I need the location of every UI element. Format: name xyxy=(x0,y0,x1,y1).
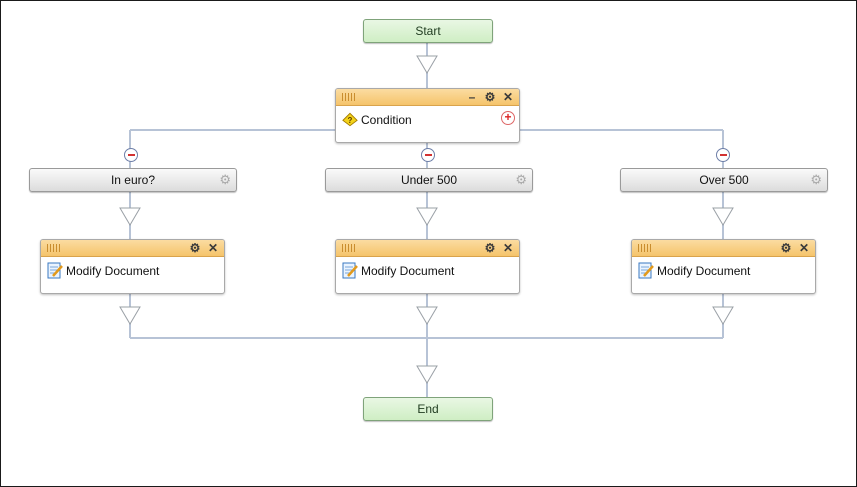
arrow-icon xyxy=(416,306,438,325)
modify-document-node[interactable]: ⚙ ✕ Modify Document xyxy=(335,239,520,294)
close-icon[interactable]: ✕ xyxy=(207,241,219,255)
branch-in-euro[interactable]: In euro? ⚙ xyxy=(29,168,237,192)
document-edit-icon xyxy=(47,262,63,279)
gear-icon[interactable]: ⚙ xyxy=(189,241,201,255)
drag-handle-icon[interactable] xyxy=(47,244,61,252)
minimize-icon[interactable]: – xyxy=(468,90,476,104)
gear-icon[interactable]: ⚙ xyxy=(484,241,496,255)
drag-handle-icon[interactable] xyxy=(638,244,652,252)
remove-branch-icon[interactable] xyxy=(716,148,730,162)
activity-titlebar[interactable]: ⚙ ✕ xyxy=(632,240,815,257)
document-edit-icon xyxy=(342,262,358,279)
arrow-icon xyxy=(416,365,438,384)
drag-handle-icon[interactable] xyxy=(342,244,356,252)
gear-icon[interactable]: ⚙ xyxy=(515,172,527,187)
gear-icon[interactable]: ⚙ xyxy=(219,172,231,187)
start-label: Start xyxy=(415,24,441,38)
arrow-icon xyxy=(712,306,734,325)
branch-over-500[interactable]: Over 500 ⚙ xyxy=(620,168,828,192)
condition-titlebar[interactable]: – ⚙ ✕ xyxy=(336,89,519,106)
arrow-icon xyxy=(119,306,141,325)
modify-document-node[interactable]: ⚙ ✕ Modify Document xyxy=(40,239,225,294)
activity-label: Modify Document xyxy=(657,263,751,278)
branch-under-500[interactable]: Under 500 ⚙ xyxy=(325,168,533,192)
branch-label: Under 500 xyxy=(400,173,458,187)
activity-titlebar[interactable]: ⚙ ✕ xyxy=(41,240,224,257)
svg-text:?: ? xyxy=(348,116,353,125)
start-node[interactable]: Start xyxy=(363,19,493,43)
modify-document-node[interactable]: ⚙ ✕ Modify Document xyxy=(631,239,816,294)
branch-label: Over 500 xyxy=(699,173,749,187)
condition-label: Condition xyxy=(361,112,412,127)
activity-label: Modify Document xyxy=(66,263,160,278)
close-icon[interactable]: ✕ xyxy=(798,241,810,255)
activity-label: Modify Document xyxy=(361,263,455,278)
branch-label: In euro? xyxy=(110,173,156,187)
activity-titlebar[interactable]: ⚙ ✕ xyxy=(336,240,519,257)
remove-branch-icon[interactable] xyxy=(421,148,435,162)
gear-icon[interactable]: ⚙ xyxy=(484,90,496,104)
end-label: End xyxy=(417,402,439,416)
remove-branch-icon[interactable] xyxy=(124,148,138,162)
arrow-icon xyxy=(712,207,734,226)
document-edit-icon xyxy=(638,262,654,279)
condition-node[interactable]: – ⚙ ✕ ? Condition + xyxy=(335,88,520,143)
arrow-icon xyxy=(416,55,438,74)
gear-icon[interactable]: ⚙ xyxy=(810,172,822,187)
condition-icon: ? xyxy=(342,112,358,127)
close-icon[interactable]: ✕ xyxy=(502,241,514,255)
arrow-icon xyxy=(416,207,438,226)
gear-icon[interactable]: ⚙ xyxy=(780,241,792,255)
close-icon[interactable]: ✕ xyxy=(502,90,514,104)
arrow-icon xyxy=(119,207,141,226)
drag-handle-icon[interactable] xyxy=(342,93,356,101)
plus-icon[interactable]: + xyxy=(501,111,515,125)
end-node[interactable]: End xyxy=(363,397,493,421)
